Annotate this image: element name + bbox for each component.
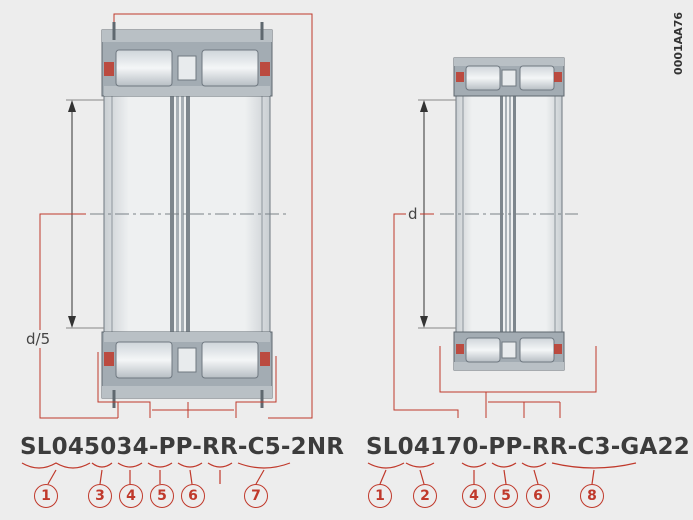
right-designation: SL04170-PP-RR-C3-GA22 bbox=[366, 434, 690, 460]
callout-left-4: 4 bbox=[119, 484, 143, 508]
underline-braces bbox=[21, 462, 637, 485]
callout-right-5: 5 bbox=[494, 484, 518, 508]
document-id: 0001AA76 bbox=[672, 12, 685, 75]
left-bearing bbox=[66, 22, 290, 408]
callout-left-1: 1 bbox=[34, 484, 58, 508]
left-designation: SL045034-PP-RR-C5-2NR bbox=[20, 434, 345, 460]
callout-left-3: 3 bbox=[88, 484, 112, 508]
left-dimension-label: d/5 bbox=[24, 330, 53, 348]
right-bearing bbox=[418, 57, 578, 371]
callout-right-8: 8 bbox=[580, 484, 604, 508]
left-leader-lines bbox=[39, 13, 313, 419]
right-dimension-label: d bbox=[406, 205, 420, 223]
callout-left-7: 7 bbox=[244, 484, 268, 508]
callout-right-4: 4 bbox=[462, 484, 486, 508]
callout-right-2: 2 bbox=[413, 484, 437, 508]
callout-right-1: 1 bbox=[368, 484, 392, 508]
callout-left-6: 6 bbox=[181, 484, 205, 508]
callout-left-5: 5 bbox=[150, 484, 174, 508]
callout-right-6: 6 bbox=[526, 484, 550, 508]
